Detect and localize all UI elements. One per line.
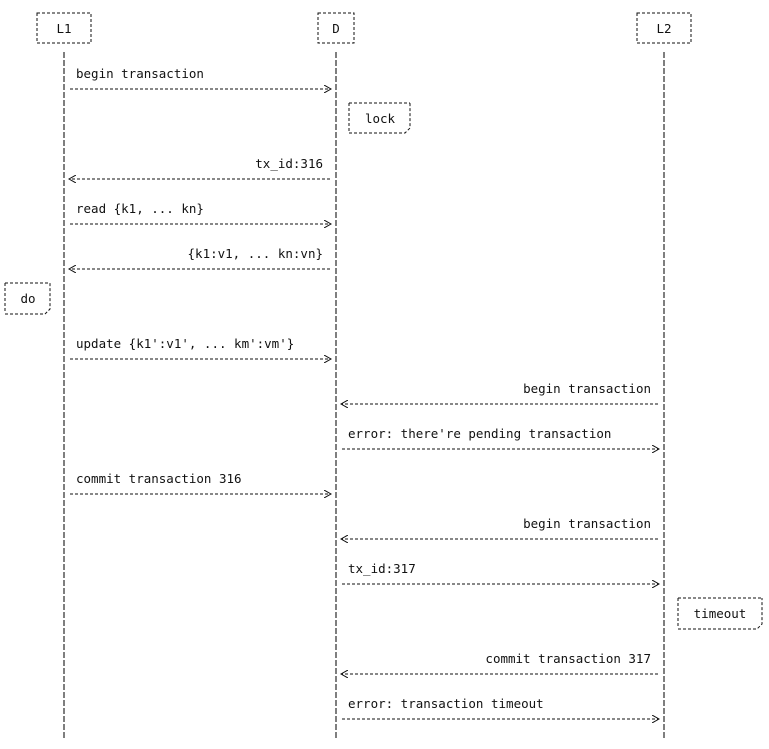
participant-l2: L2 [636, 12, 692, 44]
message-9: begin transaction [341, 516, 658, 539]
message-9-label: begin transaction [523, 516, 651, 531]
message-7: error: there're pending transaction [342, 426, 659, 449]
message-10-label: tx_id:317 [348, 561, 416, 576]
note-timeout-label: timeout [694, 606, 747, 621]
message-10: tx_id:317 [342, 561, 659, 584]
message-5: update {k1':v1', ... km':vm'} [70, 336, 331, 359]
message-5-label: update {k1':v1', ... km':vm'} [76, 336, 294, 351]
participant-l2-label: L2 [656, 21, 671, 36]
message-6-label: begin transaction [523, 381, 651, 396]
message-8: commit transaction 316 [70, 471, 331, 494]
message-1: begin transaction [70, 66, 331, 89]
note-lock: lock [348, 102, 411, 134]
note-timeout: timeout [677, 597, 763, 630]
participant-d: D [317, 12, 355, 44]
message-7-label: error: there're pending transaction [348, 426, 611, 441]
message-1-label: begin transaction [76, 66, 204, 81]
message-2-label: tx_id:316 [255, 156, 323, 171]
participant-l1-label: L1 [56, 21, 71, 36]
message-4-label: {k1:v1, ... kn:vn} [188, 246, 323, 261]
message-6: begin transaction [341, 381, 658, 404]
message-3: read {k1, ... kn} [70, 201, 331, 224]
note-do: do [4, 282, 51, 315]
note-do-label: do [20, 291, 35, 306]
message-12-label: error: transaction timeout [348, 696, 544, 711]
message-11: commit transaction 317 [341, 651, 658, 674]
message-8-label: commit transaction 316 [76, 471, 242, 486]
message-12: error: transaction timeout [342, 696, 659, 719]
message-3-label: read {k1, ... kn} [76, 201, 204, 216]
message-2: tx_id:316 [69, 156, 330, 179]
message-11-label: commit transaction 317 [485, 651, 651, 666]
note-lock-label: lock [365, 111, 396, 126]
participant-d-label: D [332, 21, 340, 36]
participant-l1: L1 [36, 12, 92, 44]
message-4: {k1:v1, ... kn:vn} [69, 246, 330, 269]
